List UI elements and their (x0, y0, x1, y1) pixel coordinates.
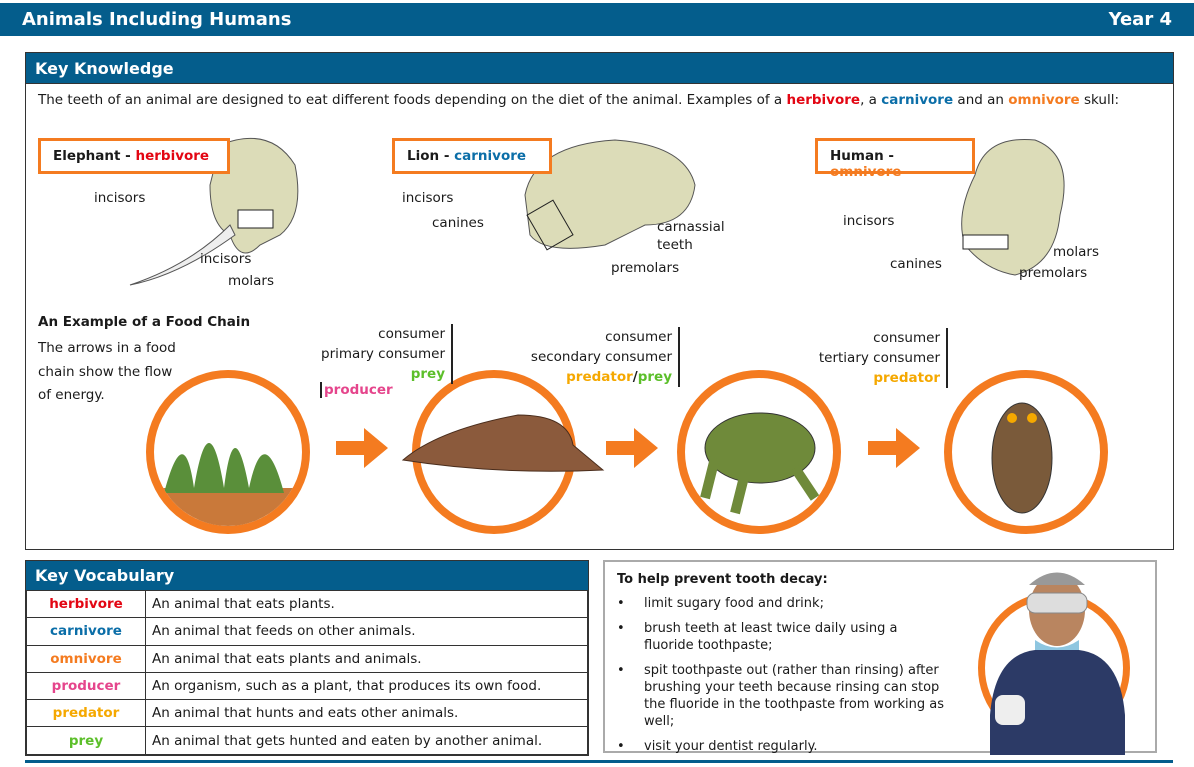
human-label-premolars: premolars (1019, 265, 1088, 281)
human-label-molars: molars (1053, 244, 1100, 260)
page-title: Animals Including Humans (22, 9, 292, 30)
vocabulary-term: carnivore (26, 617, 146, 646)
intro-text: The teeth of an animal are designed to e… (38, 92, 1120, 108)
food-chain-description: The arrows in a food chain show the flow… (38, 340, 176, 403)
lion-label-premolars: premolars (611, 260, 680, 276)
lion-label-canines: canines (432, 215, 484, 231)
slug-illustration (401, 414, 605, 472)
tooth-decay-heading: To help prevent tooth decay: (617, 572, 828, 587)
vocabulary-definition: An organism, such as a plant, that produ… (145, 671, 588, 701)
vocabulary-definition: An animal that feeds on other animals. (145, 617, 588, 646)
tooth-decay-list: limit sugary food and drink; brush teeth … (617, 595, 1143, 755)
key-knowledge-panel: Key Knowledge (25, 52, 1174, 550)
elephant-label-molars: molars (228, 273, 275, 289)
owl-illustration (991, 402, 1053, 514)
frog-circle (677, 370, 841, 534)
tooth-decay-item: brush teeth at least twice daily using a… (617, 620, 947, 654)
year-label: Year 4 (1108, 9, 1172, 30)
human-label-incisors: incisors (843, 213, 895, 229)
vocabulary-term: herbivore (26, 589, 146, 619)
frog-illustration (700, 412, 820, 515)
human-skull-illustration (961, 138, 1065, 276)
tooth-decay-item: spit toothpaste out (rather than rinsing… (617, 662, 947, 730)
tooth-decay-item: visit your dentist regularly. (617, 738, 947, 755)
elephant-skull-title: Elephant - herbivore (38, 138, 230, 174)
elephant-label-incisors-2: incisors (200, 251, 252, 267)
producer-label: producer (320, 382, 393, 398)
bottom-divider (25, 760, 1173, 763)
tooth-decay-panel: To help prevent tooth decay: limit sugar… (603, 560, 1157, 755)
vocabulary-term: prey (26, 726, 146, 755)
lion-label-incisors: incisors (402, 190, 454, 206)
elephant-skull-illustration (129, 137, 299, 286)
lion-label-carnassial: carnassial teeth (657, 219, 725, 253)
key-knowledge-heading: Key Knowledge (26, 53, 1173, 84)
tooth-decay-item: limit sugary food and drink; (617, 595, 947, 612)
vocabulary-term: omnivore (26, 644, 146, 673)
vocabulary-term: producer (26, 671, 146, 701)
arrow-right-icon (336, 428, 388, 468)
dentist-illustration (990, 572, 1125, 755)
grass-illustration (154, 443, 302, 526)
vocabulary-definition: An animal that gets hunted and eaten by … (145, 726, 588, 755)
vocabulary-definition: An animal that eats plants. (145, 589, 588, 619)
vocabulary-definition: An animal that hunts and eats other anim… (145, 699, 588, 728)
vocabulary-term: predator (26, 699, 146, 728)
lion-skull-title: Lion - carnivore (392, 138, 552, 174)
key-vocabulary-heading: Key Vocabulary (26, 561, 588, 590)
arrow-right-icon (868, 428, 920, 468)
grass-producer-circle (146, 370, 310, 534)
vocabulary-definition: An animal that eats plants and animals. (145, 644, 588, 673)
arrow-right-icon (606, 428, 658, 468)
owl-circle (944, 370, 1108, 534)
title-bar: Animals Including Humans Year 4 (0, 3, 1194, 36)
human-skull-title: Human - omnivore (815, 138, 975, 180)
elephant-label-incisors: incisors (94, 190, 146, 206)
food-chain-title: An Example of a Food Chain (38, 314, 251, 330)
human-label-canines: canines (890, 256, 942, 272)
lion-skull-illustration (524, 139, 696, 251)
